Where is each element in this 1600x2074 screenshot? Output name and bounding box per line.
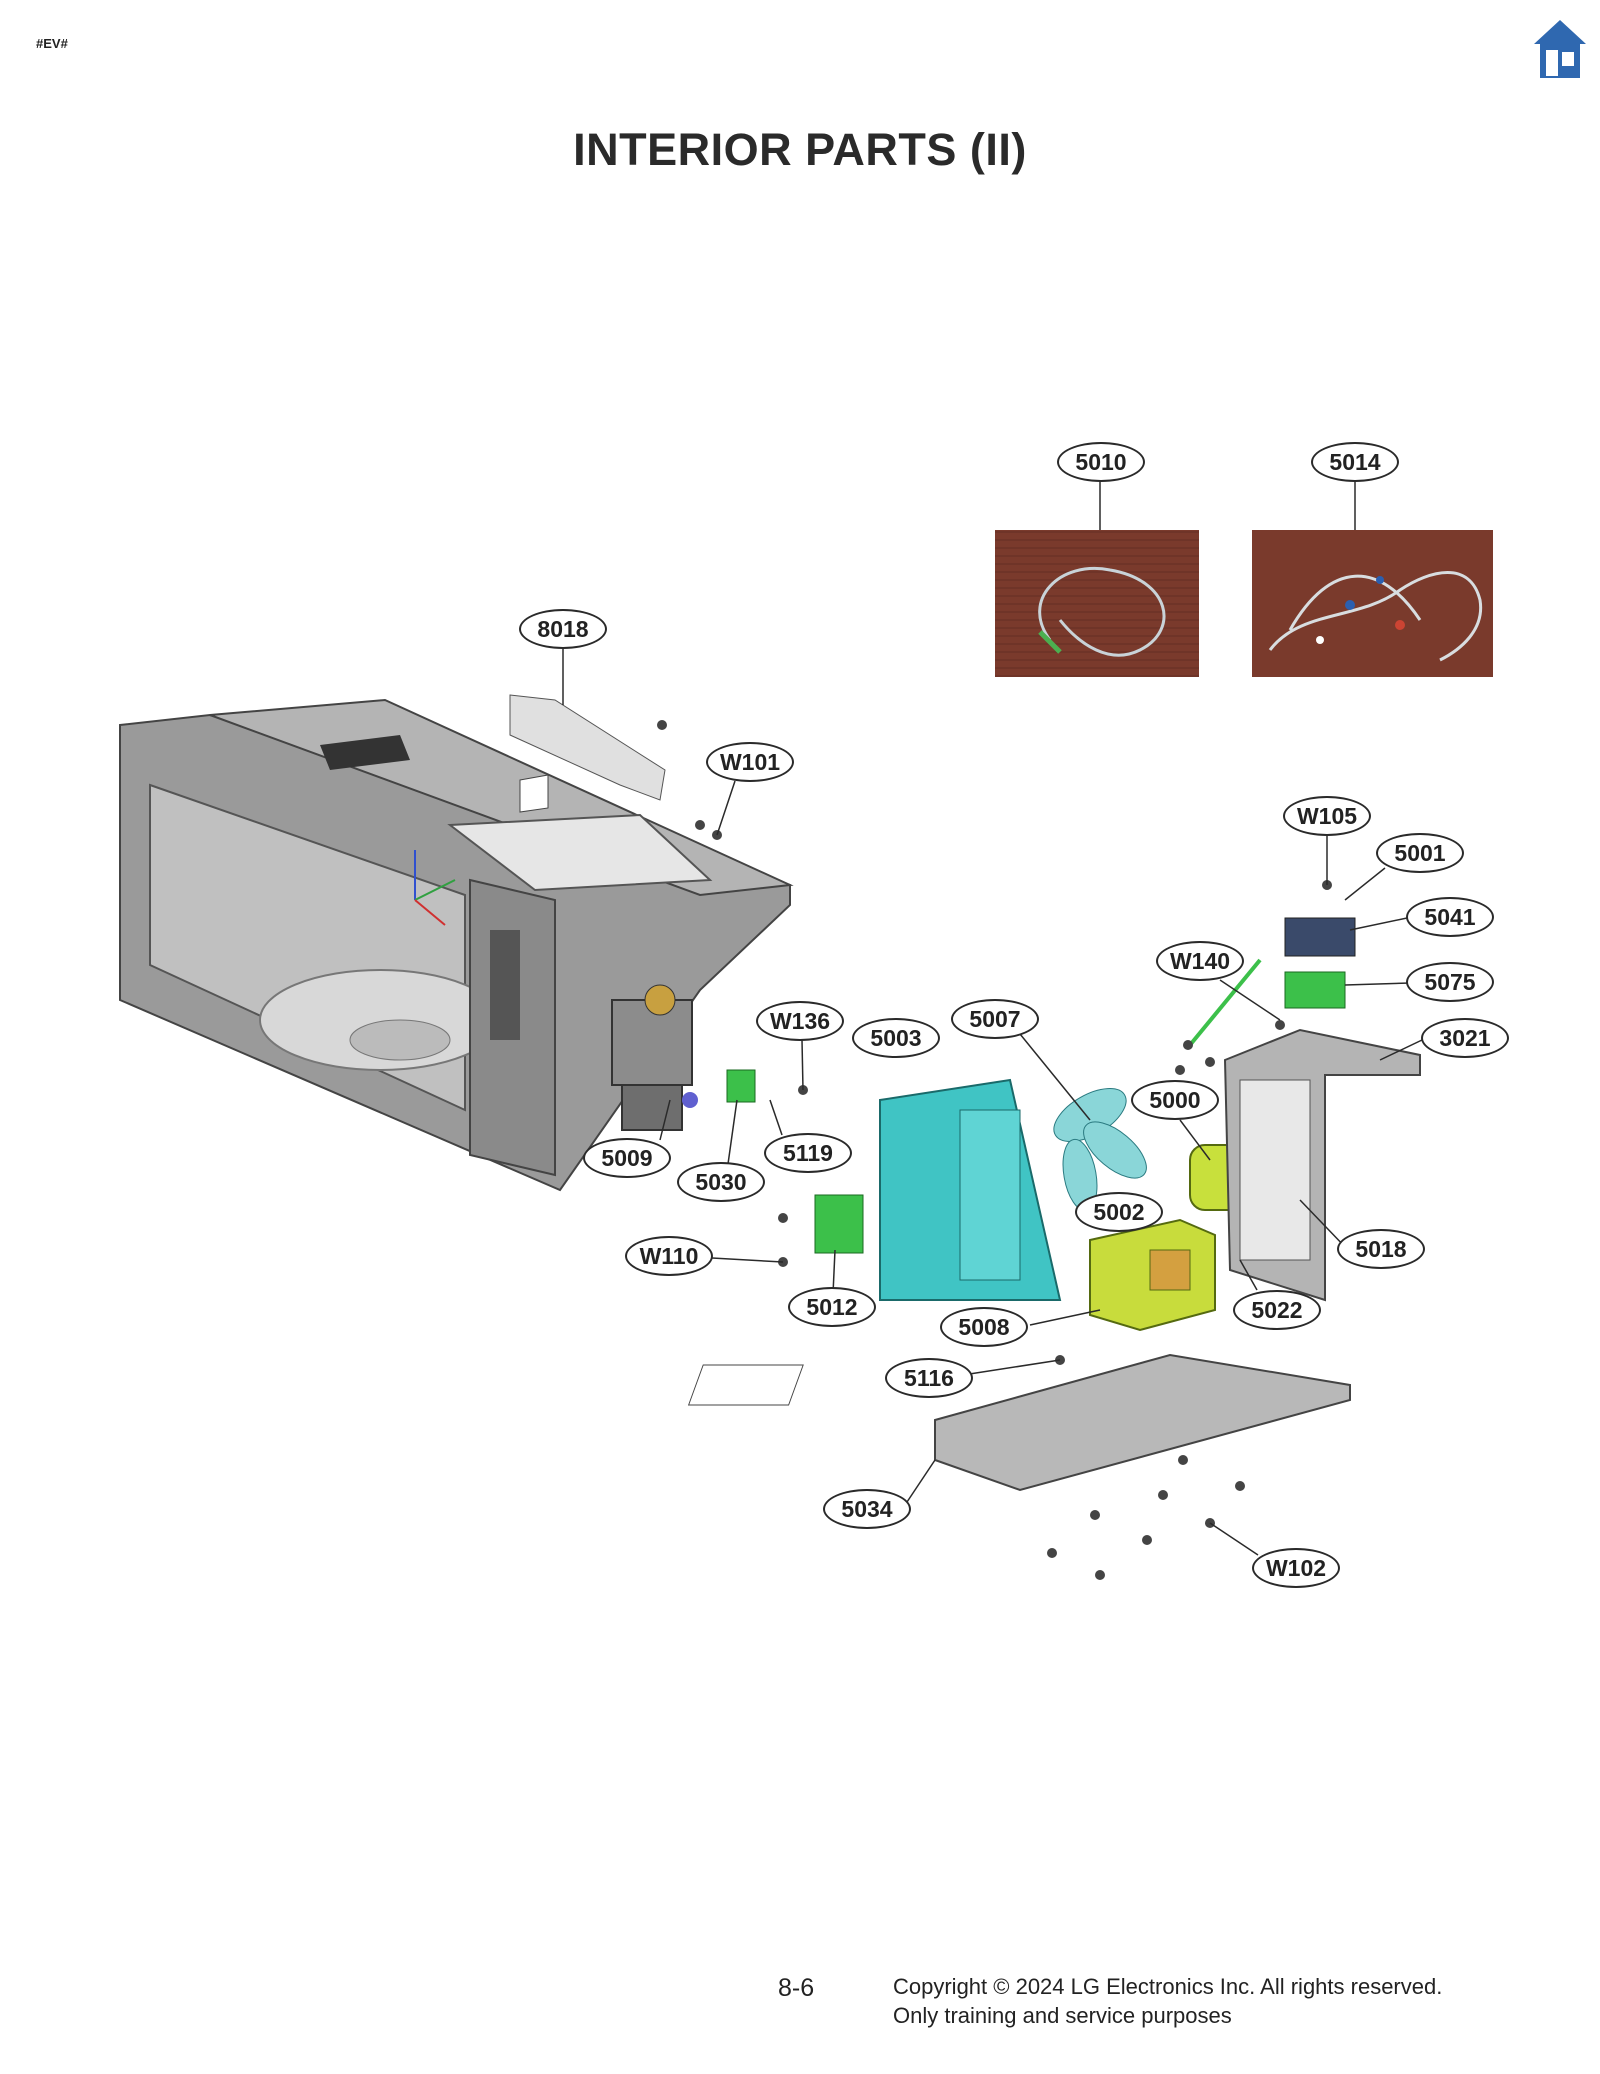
magnetron [611,984,698,1131]
callout-5000[interactable]: 5000 [1131,1080,1219,1120]
callout-5002[interactable]: 5002 [1075,1192,1163,1232]
bracket-5030 [726,1069,756,1103]
callout-W140[interactable]: W140 [1156,941,1244,981]
leader-lines [562,481,1423,1556]
page-title: INTERIOR PARTS (II) [573,124,1027,175]
callout-5010[interactable]: 5010 [1057,442,1145,482]
photo-5014 [1252,530,1493,677]
callout-5022[interactable]: 5022 [1233,1290,1321,1330]
callout-5014[interactable]: 5014 [1311,442,1399,482]
callout-5001[interactable]: 5001 [1376,833,1464,873]
callout-5008[interactable]: 5008 [940,1307,1028,1347]
callout-W110[interactable]: W110 [625,1236,713,1276]
callout-W136[interactable]: W136 [756,1001,844,1041]
callout-5018[interactable]: 5018 [1337,1229,1425,1269]
page-number: 8-6 [778,1974,815,2002]
callout-5116[interactable]: 5116 [885,1358,973,1398]
callout-5012[interactable]: 5012 [788,1287,876,1327]
transformer [1089,1218,1216,1332]
pcb [1284,917,1356,957]
usage-note: Only training and service purposes [893,2003,1232,2028]
photo-5010 [995,530,1199,677]
oven-cavity [119,694,794,1192]
callout-3021[interactable]: 3021 [1421,1018,1509,1058]
callout-8018[interactable]: 8018 [519,609,607,649]
pcb-holder [1284,971,1346,1009]
callout-5009[interactable]: 5009 [583,1138,671,1178]
callout-5034[interactable]: 5034 [823,1489,911,1529]
callout-5003[interactable]: 5003 [852,1018,940,1058]
header-tag: #EV# [36,36,68,51]
fan-blade [1053,1088,1147,1212]
callout-5007[interactable]: 5007 [951,999,1039,1039]
callout-5041[interactable]: 5041 [1406,897,1494,937]
bracket-5012 [814,1194,864,1254]
callout-W102[interactable]: W102 [1252,1548,1340,1588]
callout-5075[interactable]: 5075 [1406,962,1494,1002]
home-icon[interactable] [1532,18,1588,80]
copyright-text: Copyright © 2024 LG Electronics Inc. All… [893,1972,1442,2030]
callout-5119[interactable]: 5119 [764,1133,852,1173]
base-plate [934,1353,1351,1492]
callout-W101[interactable]: W101 [706,742,794,782]
copyright-line: Copyright © 2024 LG Electronics Inc. All… [893,1974,1443,1999]
callout-W105[interactable]: W105 [1283,796,1371,836]
callout-5030[interactable]: 5030 [677,1162,765,1202]
